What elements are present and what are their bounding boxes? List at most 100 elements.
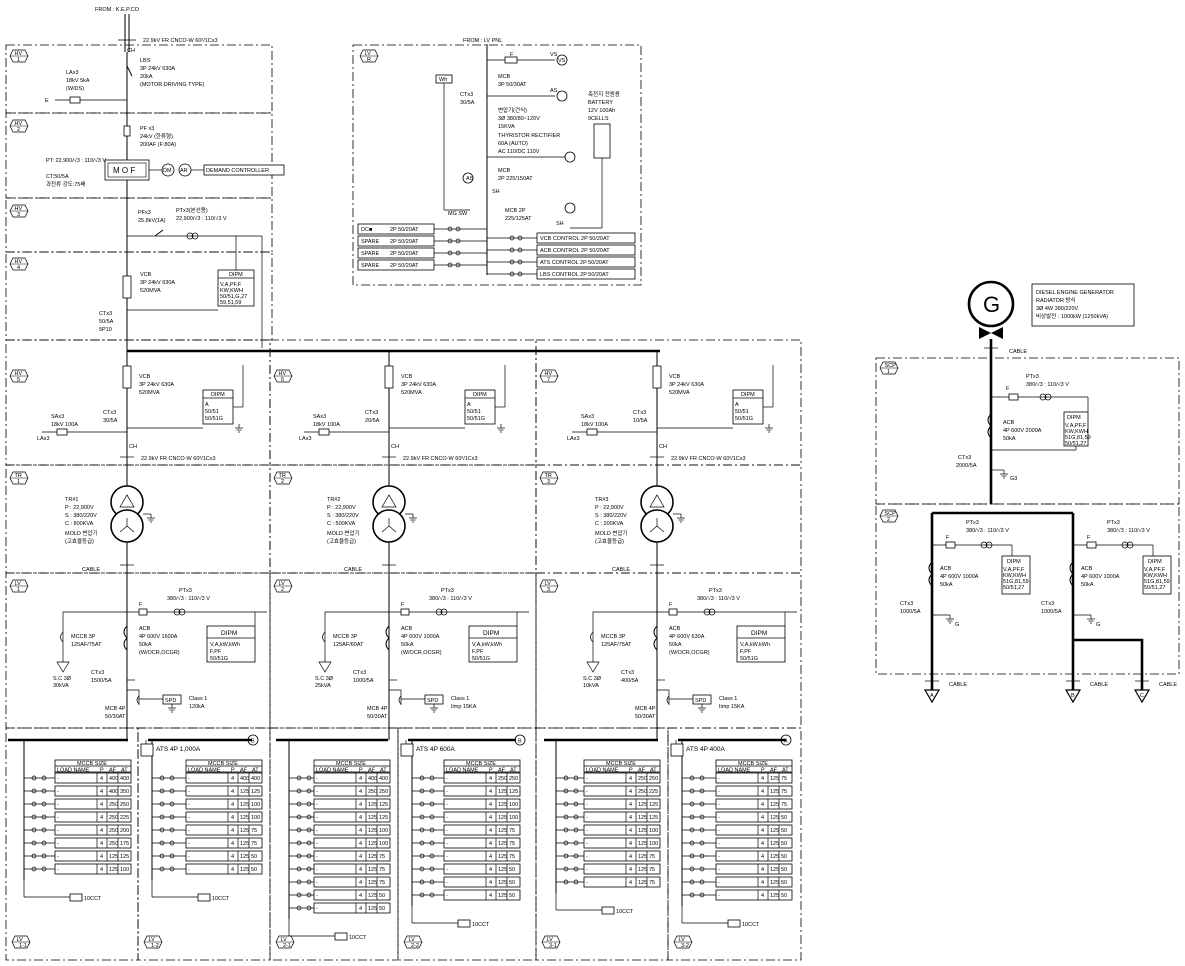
lvr-right-name: LBS CONTROL 2P 50/20AT (540, 272, 609, 278)
row-load: - (718, 828, 720, 834)
lv-mcb-0: MCB 4P (105, 706, 126, 712)
row-load: - (718, 815, 720, 821)
row-af: 125 (498, 815, 507, 821)
row-load: - (718, 893, 720, 899)
mof-ct2-label: 과전류 강도:75배 (46, 180, 86, 188)
lvr-vs-label: VS (550, 52, 558, 58)
tag-hv-feeder-2-no: 7 (547, 377, 550, 383)
row-load: - (188, 854, 190, 860)
lv-mccb-0: MCCB 3P (601, 634, 626, 640)
row-af: 250 (498, 776, 507, 782)
lvr-mcb1-0: MCB (498, 74, 511, 80)
lvr-mcb3-0: MCB 2P (505, 208, 526, 214)
scp2-dipm: DIPM (1148, 559, 1162, 565)
dm-label: DM (163, 168, 172, 174)
row-af: 250 (109, 828, 118, 834)
scp2-acb-2: 50kA (940, 582, 953, 588)
tr-mold: MOLD 변압기 (327, 529, 360, 537)
cct-label: 10CCT (472, 922, 490, 928)
row-af: 250 (109, 841, 118, 847)
tag-hv1-no: 1 (17, 57, 20, 63)
tag-tr-2-no: 3 (547, 479, 550, 485)
at-header: AT (380, 768, 387, 774)
lv-mcb-1: 50/30AT (105, 714, 126, 720)
tr-c: C : 200KVA (595, 521, 624, 527)
lvr-vs: VS (558, 58, 566, 64)
la-label-2: (W/DS) (66, 86, 84, 92)
row-af: 125 (368, 906, 377, 912)
tag-lvd-5-tag: LV (679, 937, 686, 943)
row-af: 125 (498, 841, 507, 847)
row-af: 125 (240, 789, 249, 795)
gen-title-0: DIESEL ENGINE GENERATOR (1036, 290, 1114, 296)
output-id: C (1140, 693, 1144, 699)
row-load: - (188, 815, 190, 821)
lv-mccb-0: MCCB 3P (333, 634, 358, 640)
tr-name: TR#1 (65, 497, 78, 503)
row-at: 75 (509, 854, 515, 860)
row-p: 4 (100, 828, 103, 834)
mccb-size-header: MCCB SIZE (208, 761, 238, 767)
hv4-dipm-3: 59,51,59 (220, 300, 241, 306)
ats-label: ATS 4P 600A (416, 746, 455, 753)
scp1-dipm: DIPM (1067, 415, 1081, 421)
lvr-wh: Wh (439, 77, 447, 83)
row-af: 125 (498, 893, 507, 899)
load-name-header: LOAD NAME (57, 768, 90, 774)
row-af: 125 (638, 815, 647, 821)
p-header: P (231, 768, 235, 774)
scp2-dipm-2: 51G,81,59 (1003, 579, 1029, 585)
mof-label: M O F (113, 166, 135, 175)
row-p: 4 (100, 776, 103, 782)
generator-g: G (983, 292, 1000, 317)
row-load: - (586, 867, 588, 873)
row-p: 4 (359, 815, 362, 821)
hv4-vcb-0: VCB (140, 272, 152, 278)
hv-feeder-cable: 22.9kV FR CNCO-W 60²/1Cx3 (671, 456, 746, 462)
lvr-mgsw: MG SW (448, 211, 468, 217)
scp1-acb-1: 4P 600V 2000A (1003, 428, 1042, 434)
row-p: 4 (100, 789, 103, 795)
lv-ct-0: CTx3 (621, 670, 634, 676)
row-load: - (446, 867, 448, 873)
row-p: 4 (359, 841, 362, 847)
hv-feeder-e: LAx3 (37, 436, 50, 442)
hv4-ct-2: 5P10 (99, 327, 112, 333)
tag-tr-0-no: 1 (17, 479, 20, 485)
tag-hv-feeder-0-no: 5 (17, 377, 20, 383)
at-header: AT (650, 768, 657, 774)
row-load: - (446, 776, 448, 782)
lv-dipm: DIPM (221, 630, 237, 637)
row-load: - (57, 776, 59, 782)
lv-sc-1: 25kVA (315, 683, 331, 689)
lv-dipm-2: 50/51G (210, 656, 228, 662)
ats-tie-id: A (784, 739, 788, 745)
lv-ct-0: CTx3 (91, 670, 104, 676)
scp2-dipm: DIPM (1007, 559, 1021, 565)
row-at: 75 (251, 828, 257, 834)
lv-ct-1: 400/5A (621, 678, 639, 684)
row-load: - (718, 854, 720, 860)
scp1-pt: PTx3 (1026, 374, 1039, 380)
row-at: 50 (781, 893, 787, 899)
row-load: - (57, 867, 59, 873)
lvr-bat-1: BATTERY (588, 100, 613, 106)
tag-lv-0-no: 1 (17, 587, 20, 593)
row-at: 75 (781, 802, 787, 808)
lv-ct-1: 1500/5A (91, 678, 112, 684)
tag-lv-1-no: 2 (281, 587, 284, 593)
row-af: 125 (240, 815, 249, 821)
hv-feeder-e: LAx3 (567, 436, 580, 442)
tag-tr-2: TR3 (539, 471, 559, 485)
lvr-tr-1: 3Ø 380/80~120V (498, 116, 540, 122)
row-at: 125 (509, 789, 518, 795)
tr-name: TR#3 (595, 497, 608, 503)
row-at: 75 (781, 789, 787, 795)
row-at: 400 (379, 776, 388, 782)
row-at: 250 (509, 776, 518, 782)
scp2-acb-2: 50kA (1081, 582, 1094, 588)
